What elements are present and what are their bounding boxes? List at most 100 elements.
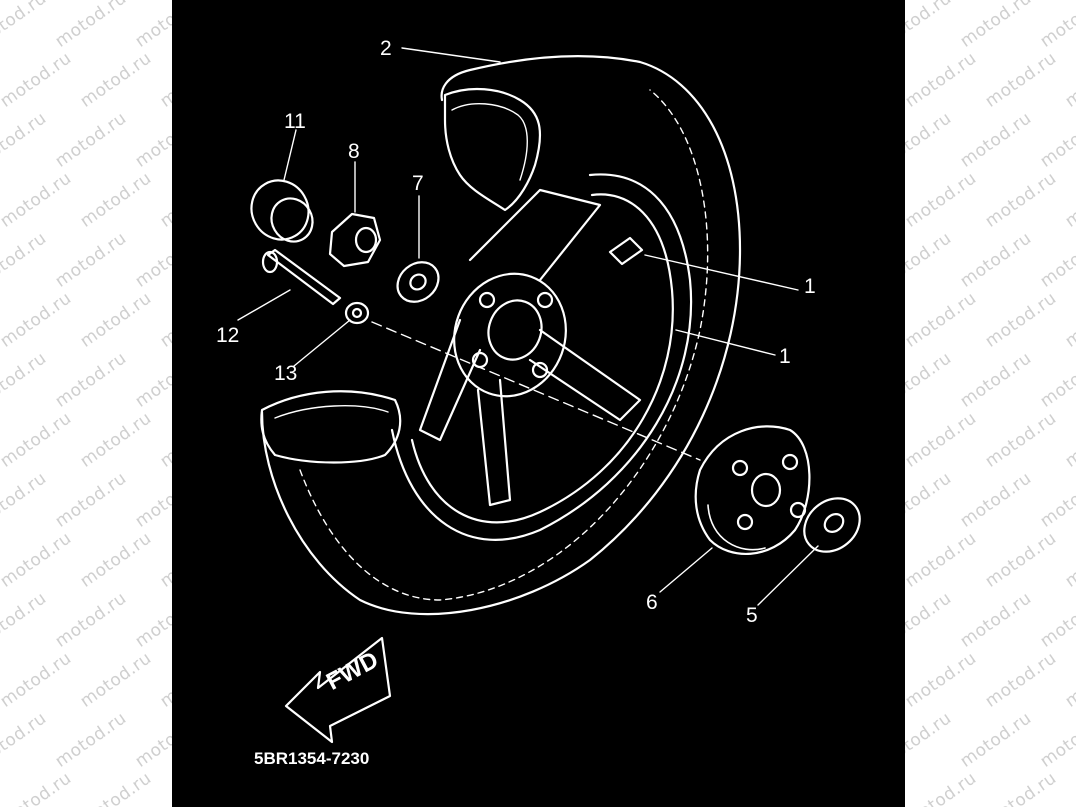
watermark-text: motod.ru	[981, 168, 1061, 232]
callout-6: 6	[646, 591, 658, 614]
watermark-text: motod.ru	[51, 228, 131, 292]
watermark-text: motod.ru	[0, 588, 51, 652]
watermark-text: motod.ru	[1061, 408, 1076, 472]
watermark-text: motod.ru	[51, 0, 131, 52]
watermark-text: motod.ru	[156, 48, 172, 112]
leader-2	[401, 47, 501, 63]
watermark-text: motod.ru	[905, 0, 956, 52]
watermark-text: motod.ru	[956, 348, 1036, 412]
leader-6	[659, 547, 713, 593]
watermark-text: motod.ru	[905, 768, 981, 807]
watermark-text: motod.ru	[1036, 348, 1076, 412]
tire-cutaway-bottom	[260, 390, 402, 464]
watermark-text: motod.ru	[0, 648, 76, 712]
watermark-text: motod.ru	[131, 588, 172, 652]
exploded-wheel-diagram: 2 11 8 7 1 1 12 13 6 5 FWD 5BR1354-7230	[172, 0, 905, 807]
watermark-text: motod.ru	[156, 768, 172, 807]
watermark-text: motod.ru	[981, 648, 1061, 712]
spoke	[476, 378, 512, 507]
watermark-text: motod.ru	[1036, 468, 1076, 532]
part-11-collar	[250, 179, 310, 241]
watermark-text: motod.ru	[905, 228, 956, 292]
watermark-text: motod.ru	[76, 768, 156, 807]
rim-inner	[410, 193, 674, 524]
watermark-text: motod.ru	[131, 468, 172, 532]
wheel-illustration	[237, 47, 861, 744]
watermark-text: motod.ru	[156, 408, 172, 472]
spoke	[528, 328, 642, 422]
leader-1b	[675, 329, 776, 356]
watermark-text: motod.ru	[905, 168, 981, 232]
watermark-text: motod.ru	[0, 108, 51, 172]
tire-cutaway-top	[443, 87, 542, 212]
watermark-text: motod.ru	[0, 708, 51, 772]
callout-12: 12	[216, 324, 240, 347]
axle-centerline	[371, 321, 701, 461]
watermark-text: motod.ru	[981, 768, 1061, 807]
watermark-text: motod.ru	[905, 468, 956, 532]
watermark-text: motod.ru	[131, 0, 172, 52]
callout-2: 2	[380, 37, 392, 60]
fwd-arrow-icon	[284, 636, 392, 744]
watermark-text: motod.ru	[1036, 108, 1076, 172]
watermark-text: motod.ru	[956, 708, 1036, 772]
watermark-text: motod.ru	[981, 408, 1061, 472]
part-8-nut	[328, 212, 382, 268]
watermark-text: motod.ru	[76, 408, 156, 472]
spoke	[418, 318, 482, 442]
watermark-text: motod.ru	[1061, 768, 1076, 807]
watermark-text: motod.ru	[76, 168, 156, 232]
watermark-text: motod.ru	[905, 408, 981, 472]
watermark-text: motod.ru	[51, 588, 131, 652]
watermark-text: motod.ru	[156, 648, 172, 712]
hub-inner	[487, 299, 543, 361]
watermark-text: motod.ru	[156, 288, 172, 352]
callout-1-rim: 1	[779, 345, 791, 368]
watermark-text: motod.ru	[131, 108, 172, 172]
watermark-text: motod.ru	[905, 588, 956, 652]
watermark-text: motod.ru	[981, 528, 1061, 592]
watermark-text: motod.ru	[51, 108, 131, 172]
watermark-text: motod.ru	[956, 108, 1036, 172]
watermark-text: motod.ru	[51, 348, 131, 412]
watermark-text: motod.ru	[156, 528, 172, 592]
watermark-text: motod.ru	[76, 648, 156, 712]
leader-5	[757, 545, 819, 606]
watermark-text: motod.ru	[1036, 708, 1076, 772]
part-number-label: 5BR1354-7230	[254, 749, 370, 768]
watermark-text: motod.ru	[1036, 588, 1076, 652]
part-6-damper	[694, 425, 811, 556]
tire-outline	[260, 54, 742, 616]
watermark-text: motod.ru	[0, 228, 51, 292]
leader-11	[283, 129, 297, 181]
watermark-text: motod.ru	[1061, 48, 1076, 112]
callout-11: 11	[284, 110, 306, 133]
watermark-text: motod.ru	[1061, 168, 1076, 232]
watermark-text: motod.ru	[905, 348, 956, 412]
leader-13	[293, 319, 351, 367]
watermark-text: motod.ru	[0, 408, 76, 472]
leader-1a	[644, 254, 799, 291]
callout-5: 5	[746, 604, 758, 627]
watermark-text: motod.ru	[131, 228, 172, 292]
watermark-text: motod.ru	[0, 0, 51, 52]
part-5-washer	[803, 497, 861, 553]
watermark-text: motod.ru	[156, 168, 172, 232]
watermark-text: motod.ru	[76, 48, 156, 112]
rim-outer	[390, 173, 693, 541]
watermark-text: motod.ru	[0, 288, 76, 352]
tire-inner-dashed	[299, 89, 709, 601]
watermark-text: motod.ru	[76, 288, 156, 352]
watermark-text: motod.ru	[76, 528, 156, 592]
watermark-text: motod.ru	[0, 348, 51, 412]
watermark-text: motod.ru	[956, 588, 1036, 652]
watermark-text: motod.ru	[956, 228, 1036, 292]
callout-13: 13	[274, 362, 298, 385]
part-13-washer	[344, 301, 370, 325]
watermark-text: motod.ru	[51, 708, 131, 772]
spoke	[468, 188, 602, 282]
watermark-text: motod.ru	[1036, 0, 1076, 52]
watermark-text: motod.ru	[905, 648, 981, 712]
